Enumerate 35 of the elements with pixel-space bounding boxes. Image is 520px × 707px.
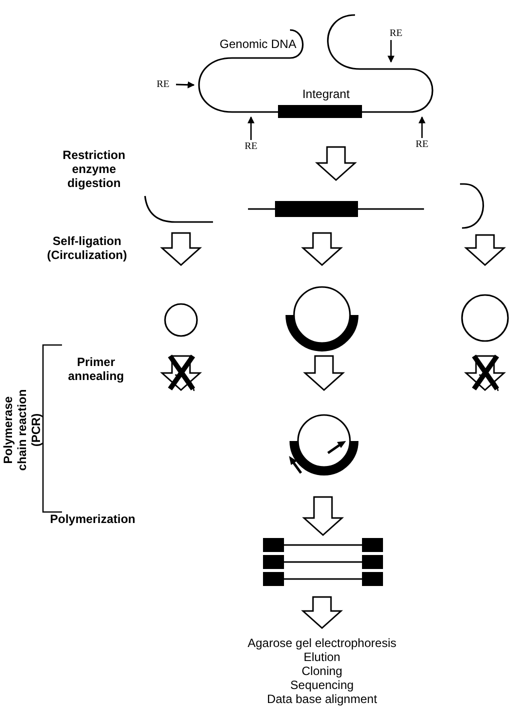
step-label: Restriction enzyme digestion <box>62 147 126 192</box>
block-arrow <box>301 232 343 266</box>
step-text: Data base alignment <box>266 692 378 706</box>
block-arrow <box>302 496 344 536</box>
step-text: Agarose gel electrophoresis <box>248 636 396 650</box>
enzyme-label: RE <box>150 78 176 91</box>
step-label: Polymerase chain reaction (PCR) <box>2 388 42 473</box>
circular-dna-drawing <box>461 294 509 342</box>
step-label: Polymerization <box>50 511 136 527</box>
block-arrow <box>303 355 345 391</box>
diagram-label: Genomic DNA <box>218 36 298 52</box>
enzyme-label: RE <box>409 138 435 151</box>
block-arrow <box>160 232 202 266</box>
step-label: Self-ligation (Circulization) <box>46 233 128 264</box>
enzyme-label: RE <box>238 140 264 153</box>
dna-fragment-drawing <box>143 194 215 226</box>
dna-fragment-drawing <box>246 199 426 219</box>
pcr-product-drawing <box>262 537 384 587</box>
diagram-label: Integrant <box>301 86 351 102</box>
leader-arrow <box>388 40 394 63</box>
block-arrow <box>315 146 357 181</box>
step-text: Elution <box>304 650 340 664</box>
block-arrow <box>301 596 343 629</box>
step-label: Primer annealing <box>66 354 125 385</box>
block-arrow <box>464 234 506 266</box>
enzyme-label: RE <box>383 27 409 40</box>
step-text: Cloning <box>302 664 342 678</box>
block-arrow <box>464 355 506 391</box>
leader-arrow <box>418 116 426 138</box>
circular-dna-drawing <box>164 303 198 337</box>
leader-arrow <box>176 81 195 88</box>
step-text: Sequencing <box>290 678 354 692</box>
block-arrow <box>160 355 202 391</box>
circular-dna-drawing <box>284 283 360 353</box>
leader-arrow <box>248 116 254 140</box>
